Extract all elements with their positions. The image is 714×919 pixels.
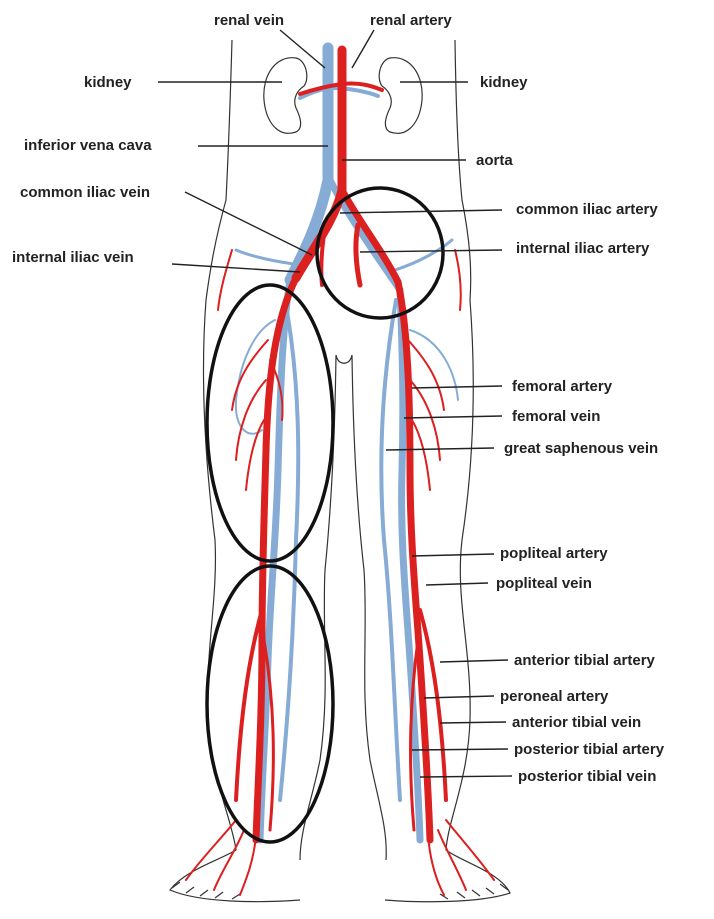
label-aorta: aorta <box>476 152 513 169</box>
leader-posterior-tibial-artery <box>412 749 508 750</box>
leader-femoral-artery <box>412 386 502 388</box>
leader-popliteal-vein <box>426 583 488 585</box>
leader-common-iliac-vein <box>185 192 312 255</box>
leader-common-iliac-artery <box>340 210 502 213</box>
leader-popliteal-artery <box>412 554 494 556</box>
label-anterior-tibial-artery: anterior tibial artery <box>514 652 656 669</box>
label-renal-vein: renal vein <box>214 12 284 29</box>
left-toes <box>172 882 240 899</box>
label-femoral-vein: femoral vein <box>512 408 600 425</box>
label-common-iliac-artery: common iliac artery <box>516 201 658 218</box>
label-internal-iliac-artery: internal iliac artery <box>516 240 650 257</box>
label-posterior-tibial-vein: posterior tibial vein <box>518 768 656 785</box>
label-kidney-right: kidney <box>480 74 528 91</box>
right-great-saphenous-vessel <box>381 300 400 800</box>
leader-femoral-vein <box>404 416 502 418</box>
right-common-iliac-artery-vessel <box>342 190 398 282</box>
label-popliteal-artery: popliteal artery <box>500 545 608 562</box>
label-internal-iliac-vein: internal iliac vein <box>12 249 134 266</box>
label-femoral-artery: femoral artery <box>512 378 613 395</box>
label-inferior-vena-cava: inferior vena cava <box>24 137 152 154</box>
leader-anterior-tibial-artery <box>440 660 508 662</box>
groin <box>336 355 352 363</box>
right-foot-arteries <box>428 820 494 895</box>
label-posterior-tibial-artery: posterior tibial artery <box>514 741 665 758</box>
label-great-saphenous-vein: great saphenous vein <box>504 440 658 457</box>
leader-anterior-tibial-vein <box>440 722 506 723</box>
leader-posterior-tibial-vein <box>420 776 512 777</box>
label-anterior-tibial-vein: anterior tibial vein <box>512 714 641 731</box>
internal-iliac-vein-vessel <box>236 250 300 265</box>
label-common-iliac-vein: common iliac vein <box>20 184 150 201</box>
leader-peroneal-artery <box>424 696 494 698</box>
left-leg-inner <box>300 355 336 860</box>
leader-internal-iliac-vein <box>172 264 300 272</box>
label-kidney-left: kidney <box>84 74 132 91</box>
arteries <box>186 50 494 895</box>
renal-vein-right-vessel <box>330 88 378 96</box>
kidney-right-shape <box>379 58 422 134</box>
label-popliteal-vein: popliteal vein <box>496 575 592 592</box>
leader-renal-artery <box>352 30 374 68</box>
label-peroneal-artery: peroneal artery <box>500 688 609 705</box>
label-renal-artery: renal artery <box>370 12 452 29</box>
